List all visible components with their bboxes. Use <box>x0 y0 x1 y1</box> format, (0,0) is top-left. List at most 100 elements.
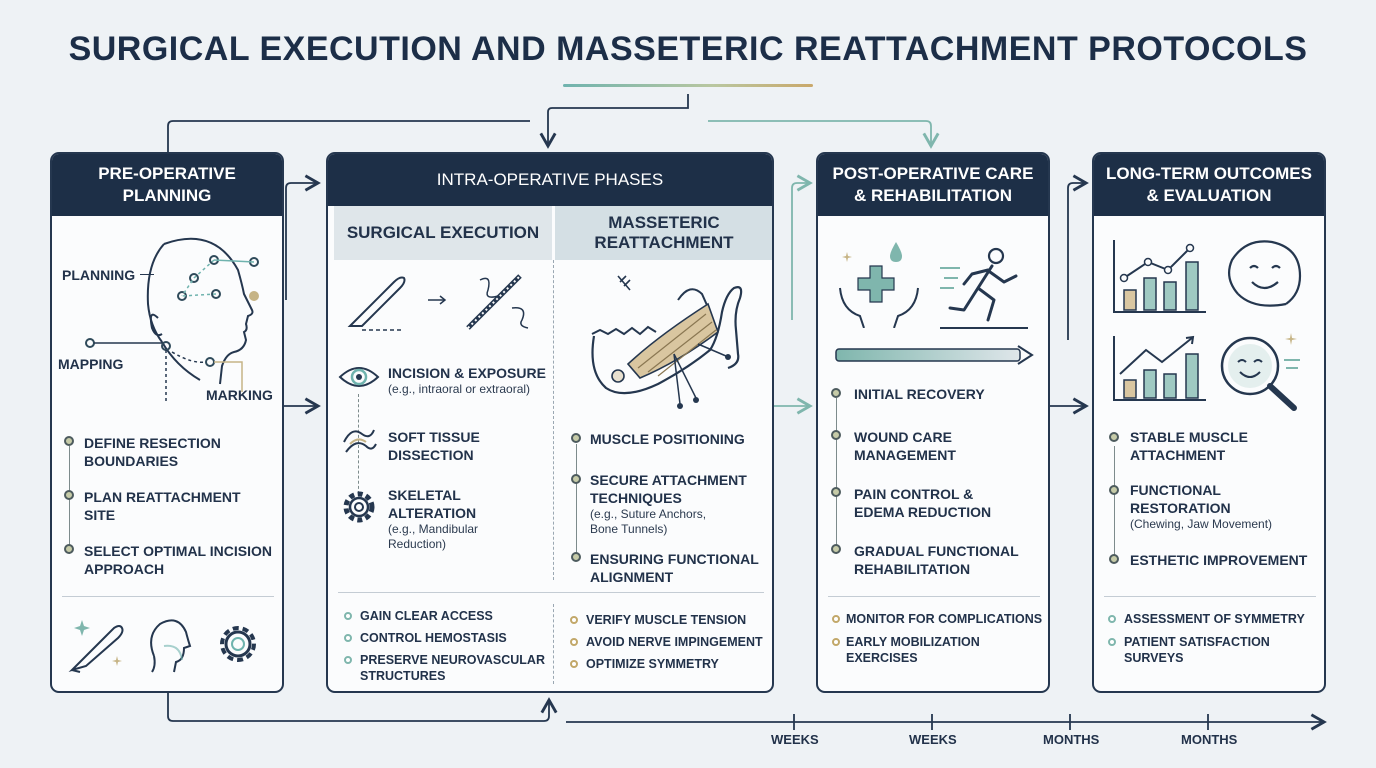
surgical-execution-header: SURGICAL EXECUTION <box>334 206 552 260</box>
surgical-note-bullet-2 <box>344 634 352 642</box>
preop-timeline-line <box>69 446 70 554</box>
postop-panel: POST-OPERATIVE CARE & REHABILITATION INI… <box>816 152 1050 693</box>
top-left-connector <box>167 120 530 152</box>
marking-label: MARKING <box>206 387 273 403</box>
intraop-separator <box>338 592 764 593</box>
preop-bullet-2 <box>64 490 74 500</box>
surgical-step-1-detail: (e.g., intraoral or extraoral) <box>388 382 531 396</box>
masseteric-bullet-2 <box>571 474 581 484</box>
preop-item-3: SELECT OPTIMAL INCISION APPROACH <box>84 543 272 577</box>
intraop-to-postop-upper <box>791 174 813 320</box>
preop-bullet-3 <box>64 544 74 554</box>
trend-chart-icon <box>1113 335 1206 401</box>
title-drop-connector <box>539 94 689 149</box>
masseteric-bullet-1 <box>571 433 581 443</box>
intraop-header: INTRA-OPERATIVE PHASES <box>328 154 772 206</box>
masseteric-step-2-detail: (e.g., Suture Anchors, Bone Tunnels) <box>590 507 707 536</box>
column-divider <box>553 260 554 580</box>
masseteric-note-2: AVOID NERVE IMPINGEMENT <box>586 635 763 649</box>
postop-item-4: GRADUAL FUNCTIONAL REHABILITATION <box>854 543 1019 577</box>
surgical-note-3: PRESERVE NEUROVASCULAR STRUCTURES <box>360 653 545 683</box>
postop-separator <box>828 596 1040 597</box>
postop-note-2: EARLY MOBILIZATION EXERCISES <box>846 635 980 665</box>
postop-bullet-2 <box>831 430 841 440</box>
longterm-note-1: ASSESSMENT OF SYMMETRY <box>1124 612 1305 626</box>
longterm-item-2-detail: (Chewing, Jaw Movement) <box>1130 517 1273 531</box>
masseteric-note-bullet-2 <box>570 638 578 646</box>
postop-bullet-3 <box>831 487 841 497</box>
eye-icon <box>338 367 380 387</box>
skeletal-gear-icon <box>343 491 375 523</box>
mapping-pointer <box>85 338 162 348</box>
intraop-panel: INTRA-OPERATIVE PHASES SURGICAL EXECUTIO… <box>326 152 774 693</box>
surgical-step-3-title: SKELETAL ALTERATION <box>388 487 477 521</box>
running-person-icon <box>940 247 1028 329</box>
longterm-step-line <box>1114 446 1115 558</box>
timeline-label-1: WEEKS <box>771 732 819 747</box>
longterm-panel: LONG-TERM OUTCOMES & EVALUATION <box>1092 152 1326 693</box>
bar-chart-icon <box>1113 240 1206 313</box>
surgical-note-bullet-1 <box>344 612 352 620</box>
postop-header: POST-OPERATIVE CARE & REHABILITATION <box>818 154 1048 216</box>
postop-item-2: WOUND CARE MANAGEMENT <box>854 429 956 463</box>
postop-note-bullet-2 <box>832 638 840 646</box>
scalpel-icon <box>68 620 124 673</box>
longterm-header-text: LONG-TERM OUTCOMES & EVALUATION <box>1106 164 1312 205</box>
masseteric-reattachment-header: MASSETERIC REATTACHMENT <box>555 206 772 260</box>
scalpel-to-suture-icon <box>347 274 529 331</box>
longterm-note-2: PATIENT SATISFACTION SURVEYS <box>1124 635 1270 665</box>
gear-icon <box>220 626 256 662</box>
longterm-item-3-title: ESTHETIC IMPROVEMENT <box>1130 552 1308 568</box>
postop-header-text: POST-OPERATIVE CARE & REHABILITATION <box>832 164 1034 205</box>
postop-item-1: INITIAL RECOVERY <box>854 386 985 402</box>
surgical-step-1-title: INCISION & EXPOSURE <box>388 365 546 381</box>
title-underline <box>563 84 813 87</box>
longterm-note-bullet-1 <box>1108 615 1116 623</box>
postop-bullet-1 <box>831 388 841 398</box>
preop-item-2: PLAN REATTACHMENT SITE <box>84 489 241 523</box>
planning-label: PLANNING <box>62 267 136 283</box>
page-title: SURGICAL EXECUTION AND MASSETERIC REATTA… <box>68 30 1308 68</box>
preop-header-text: PRE-OPERATIVE PLANNING <box>98 164 236 205</box>
top-right-connector <box>708 120 940 149</box>
progress-arrow-icon <box>835 345 1034 365</box>
masseteric-step-3-title: ENSURING FUNCTIONAL ALIGNMENT <box>590 551 759 585</box>
preop-to-intraop-upper <box>285 174 321 300</box>
longterm-note-bullet-2 <box>1108 638 1116 646</box>
smiley-face-icon <box>1227 240 1302 307</box>
timeline-label-3: MONTHS <box>1043 732 1100 747</box>
longterm-bullet-1 <box>1109 432 1119 442</box>
timeline-label-2: WEEKS <box>909 732 957 747</box>
surgical-step-3-detail: (e.g., Mandibular Reduction) <box>388 522 479 551</box>
preop-item-1: DEFINE RESECTION BOUNDARIES <box>84 435 221 469</box>
masseteric-note-3: OPTIMIZE SYMMETRY <box>586 657 719 671</box>
surgical-note-bullet-3 <box>344 656 352 664</box>
longterm-separator <box>1104 596 1316 597</box>
masseteric-step-1-title: MUSCLE POSITIONING <box>590 431 745 447</box>
longterm-bullet-2 <box>1109 485 1119 495</box>
masseteric-step-2-title: SECURE ATTACHMENT TECHNIQUES <box>590 472 747 506</box>
masseteric-note-bullet-1 <box>570 616 578 624</box>
bottom-loop-connector <box>167 692 558 722</box>
timeline-label-4: MONTHS <box>1181 732 1238 747</box>
longterm-header: LONG-TERM OUTCOMES & EVALUATION <box>1094 154 1324 216</box>
masseteric-note-bullet-3 <box>570 660 578 668</box>
medical-hands-icon <box>839 242 919 328</box>
magnifier-icon <box>1220 333 1300 411</box>
postop-note-bullet-1 <box>832 615 840 623</box>
mapping-label: MAPPING <box>58 356 124 372</box>
mandible-icon <box>591 275 743 409</box>
masseteric-bullet-3 <box>571 552 581 562</box>
postop-bullet-4 <box>831 544 841 554</box>
preop-header: PRE-OPERATIVE PLANNING <box>52 154 282 216</box>
masseteric-step-line <box>576 444 577 556</box>
surgical-note-2: CONTROL HEMOSTASIS <box>360 631 507 645</box>
head-icon <box>150 619 192 673</box>
notes-divider <box>553 604 554 684</box>
surgical-step-2-title: SOFT TISSUE DISSECTION <box>388 429 480 463</box>
postop-item-3: PAIN CONTROL & EDEMA REDUCTION <box>854 486 992 520</box>
postop-to-longterm-upper <box>1067 174 1089 340</box>
postop-note-1: MONITOR FOR COMPLICATIONS <box>846 612 1043 626</box>
longterm-item-2-title: FUNCTIONAL RESTORATION <box>1130 482 1231 516</box>
surgical-note-1: GAIN CLEAR ACCESS <box>360 609 493 623</box>
